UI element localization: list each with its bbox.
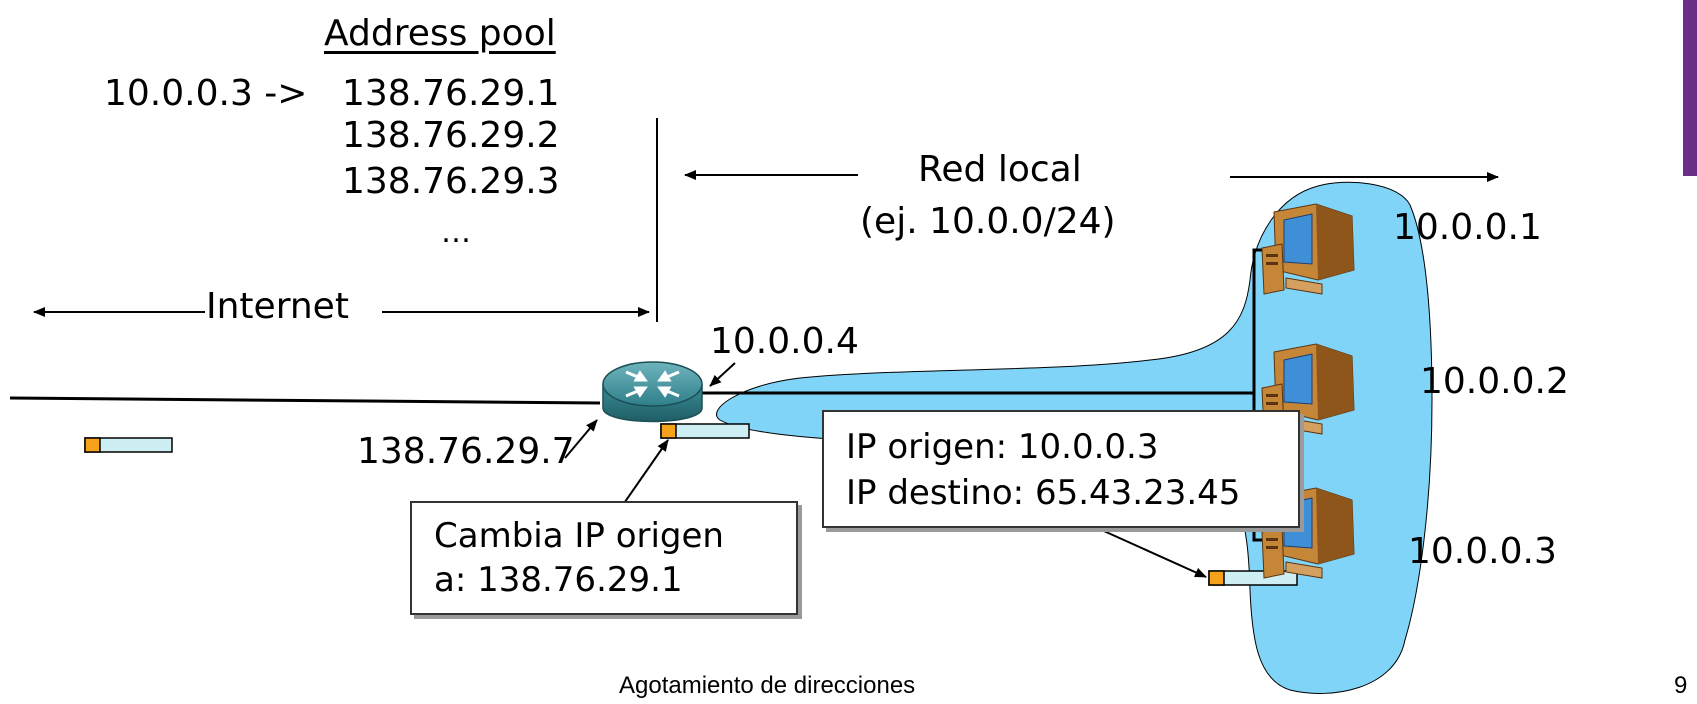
computer-icon — [1261, 487, 1355, 579]
router-icon — [602, 361, 703, 423]
internet-label: Internet — [206, 286, 349, 327]
pool-address-2: 138.76.29.2 — [342, 115, 560, 156]
pool-address-1: 138.76.29.1 — [342, 73, 560, 114]
red-local-label: Red local — [918, 149, 1082, 190]
router-lan-ip: 10.0.0.4 — [710, 321, 859, 362]
host2-ip: 10.0.0.2 — [1420, 361, 1569, 402]
host3-ip: 10.0.0.3 — [1408, 531, 1557, 572]
packet-callout-box: IP origen: 10.0.0.3 IP destino: 65.43.23… — [822, 410, 1300, 528]
router-callout-line1: Cambia IP origen — [434, 516, 724, 556]
packet-destination-ip: IP destino: 65.43.23.45 — [846, 473, 1241, 513]
router-callout-box: Cambia IP origen a: 138.76.29.1 — [410, 501, 798, 615]
computer-icon — [1261, 343, 1355, 435]
host1-ip: 10.0.0.1 — [1393, 207, 1542, 248]
page-number: 9 — [1674, 672, 1688, 699]
pool-ellipsis: … — [441, 215, 471, 250]
router-wan-ip-arrow — [564, 419, 598, 459]
accent-bar — [1683, 0, 1697, 176]
red-local-subnet: (ej. 10.0.0/24) — [860, 201, 1116, 242]
mapping-prefix: 10.0.0.3 -> — [104, 73, 308, 114]
packet-internet — [84, 437, 173, 453]
packet-router — [660, 423, 750, 439]
packet-source-ip: IP origen: 10.0.0.3 — [846, 427, 1159, 467]
computer-icon — [1261, 203, 1355, 295]
address-pool-title: Address pool — [324, 13, 556, 54]
footer-title: Agotamiento de direcciones — [619, 672, 916, 699]
wan-link — [9, 396, 601, 405]
router-callout-line2: a: 138.76.29.1 — [434, 560, 683, 600]
router-wan-ip: 138.76.29.7 — [357, 431, 575, 472]
pool-address-3: 138.76.29.3 — [342, 161, 560, 202]
router-lan-ip-arrow — [709, 362, 736, 387]
